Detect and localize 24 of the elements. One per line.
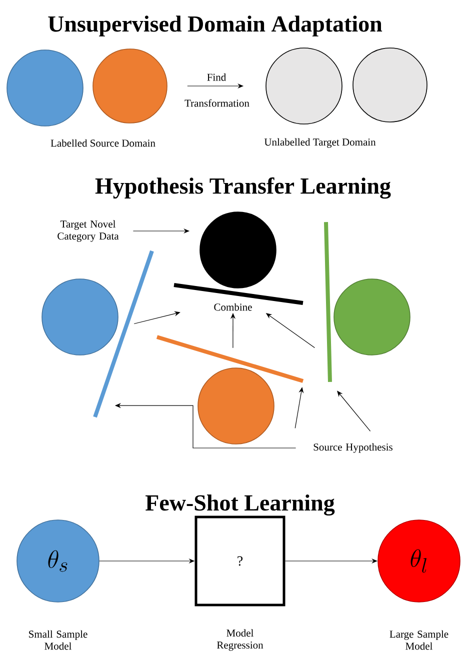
section-heading: Few-Shot Learning — [146, 494, 335, 516]
circle — [352, 48, 428, 122]
caption: Unlabelled Target Domain — [264, 138, 376, 148]
caption: Labelled Source Domain — [50, 139, 156, 147]
hypothesis-line — [324, 222, 332, 382]
circle — [42, 278, 118, 356]
edge-label: Find — [206, 72, 228, 82]
model-box: ? — [194, 516, 286, 606]
hypothesis-line — [93, 250, 154, 418]
caption: Transformation — [184, 99, 250, 107]
circle — [92, 48, 168, 124]
section-heading: Hypothesis Transfer Learning — [95, 177, 391, 199]
node-label: Large Sample Model — [390, 630, 448, 650]
hypothesis-line — [156, 335, 304, 383]
node-label: Model Regression — [216, 629, 264, 651]
text-label: Target Novel Category Data — [58, 220, 119, 242]
circle — [198, 368, 274, 444]
hypothesis-line — [174, 283, 304, 305]
text-label: Source Hypothesis — [314, 443, 392, 453]
node-label: Small Sample Model — [29, 630, 88, 650]
circle — [266, 48, 342, 124]
section-heading: Unsupervised Domain Adaptation — [48, 16, 382, 36]
text-label: Combine — [214, 303, 252, 311]
circle — [6, 50, 84, 126]
